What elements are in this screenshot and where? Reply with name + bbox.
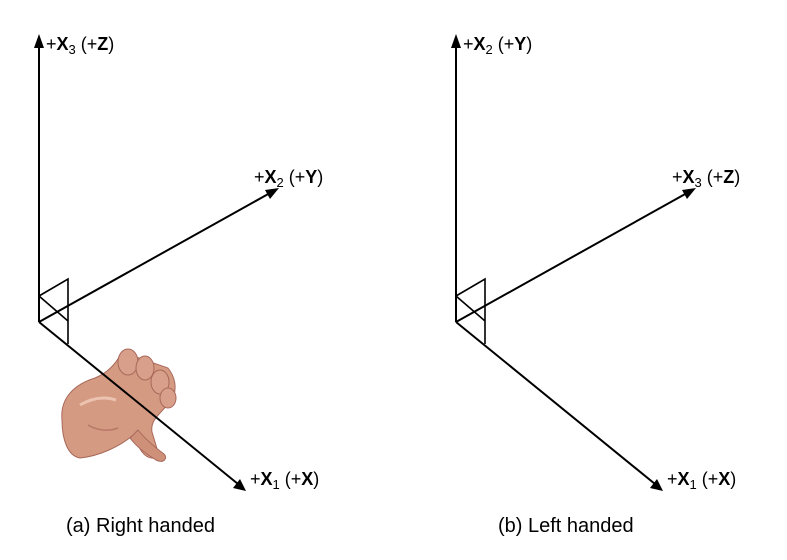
left-diagonal-up-axis-label: +X3 (+Z): [672, 167, 741, 190]
right-diagonal-down-axis-label: +X1 (+X): [250, 469, 320, 492]
left-vertical-arrowhead: [451, 34, 461, 48]
right-diagonal-up-arrowhead: [265, 188, 279, 199]
left-diagonal-up-arrowhead: [682, 188, 696, 199]
left-vertical-axis-label: +X2 (+Y): [463, 34, 533, 57]
hand-thumb: [129, 429, 167, 462]
hand-finger-4: [159, 387, 177, 409]
right-diagonal-up-axis-label: +X2 (+Y): [254, 167, 324, 190]
left-corner-box: [455, 277, 486, 344]
hand-finger-1: [117, 348, 139, 376]
left-handed-caption: (b) Left handed: [498, 515, 634, 537]
left-handed-system: [451, 34, 696, 491]
right-corner-box: [38, 277, 69, 344]
right-diagonal-down-axis: [38, 321, 239, 485]
right-handed-system: [34, 34, 279, 491]
right-diagonal-down-arrowhead: [233, 479, 246, 491]
hand-palm: [61, 351, 176, 459]
hand-finger-3: [150, 369, 170, 395]
hand-finger-2: [135, 355, 155, 381]
left-diagonal-up-axis: [455, 192, 688, 323]
left-diagonal-down-arrowhead: [650, 479, 663, 491]
left-diagonal-down-axis: [455, 321, 656, 485]
right-vertical-arrowhead: [34, 34, 44, 48]
right-hand-icon: [61, 348, 177, 462]
left-diagonal-down-axis-label: +X1 (+X): [667, 469, 737, 492]
right-diagonal-up-axis: [38, 192, 271, 323]
hand-wrinkle: [87, 424, 119, 431]
right-handed-caption: (a) Right handed: [66, 515, 215, 537]
right-vertical-axis-label: +X3 (+Z): [46, 34, 115, 57]
hand-highlight: [79, 396, 117, 407]
